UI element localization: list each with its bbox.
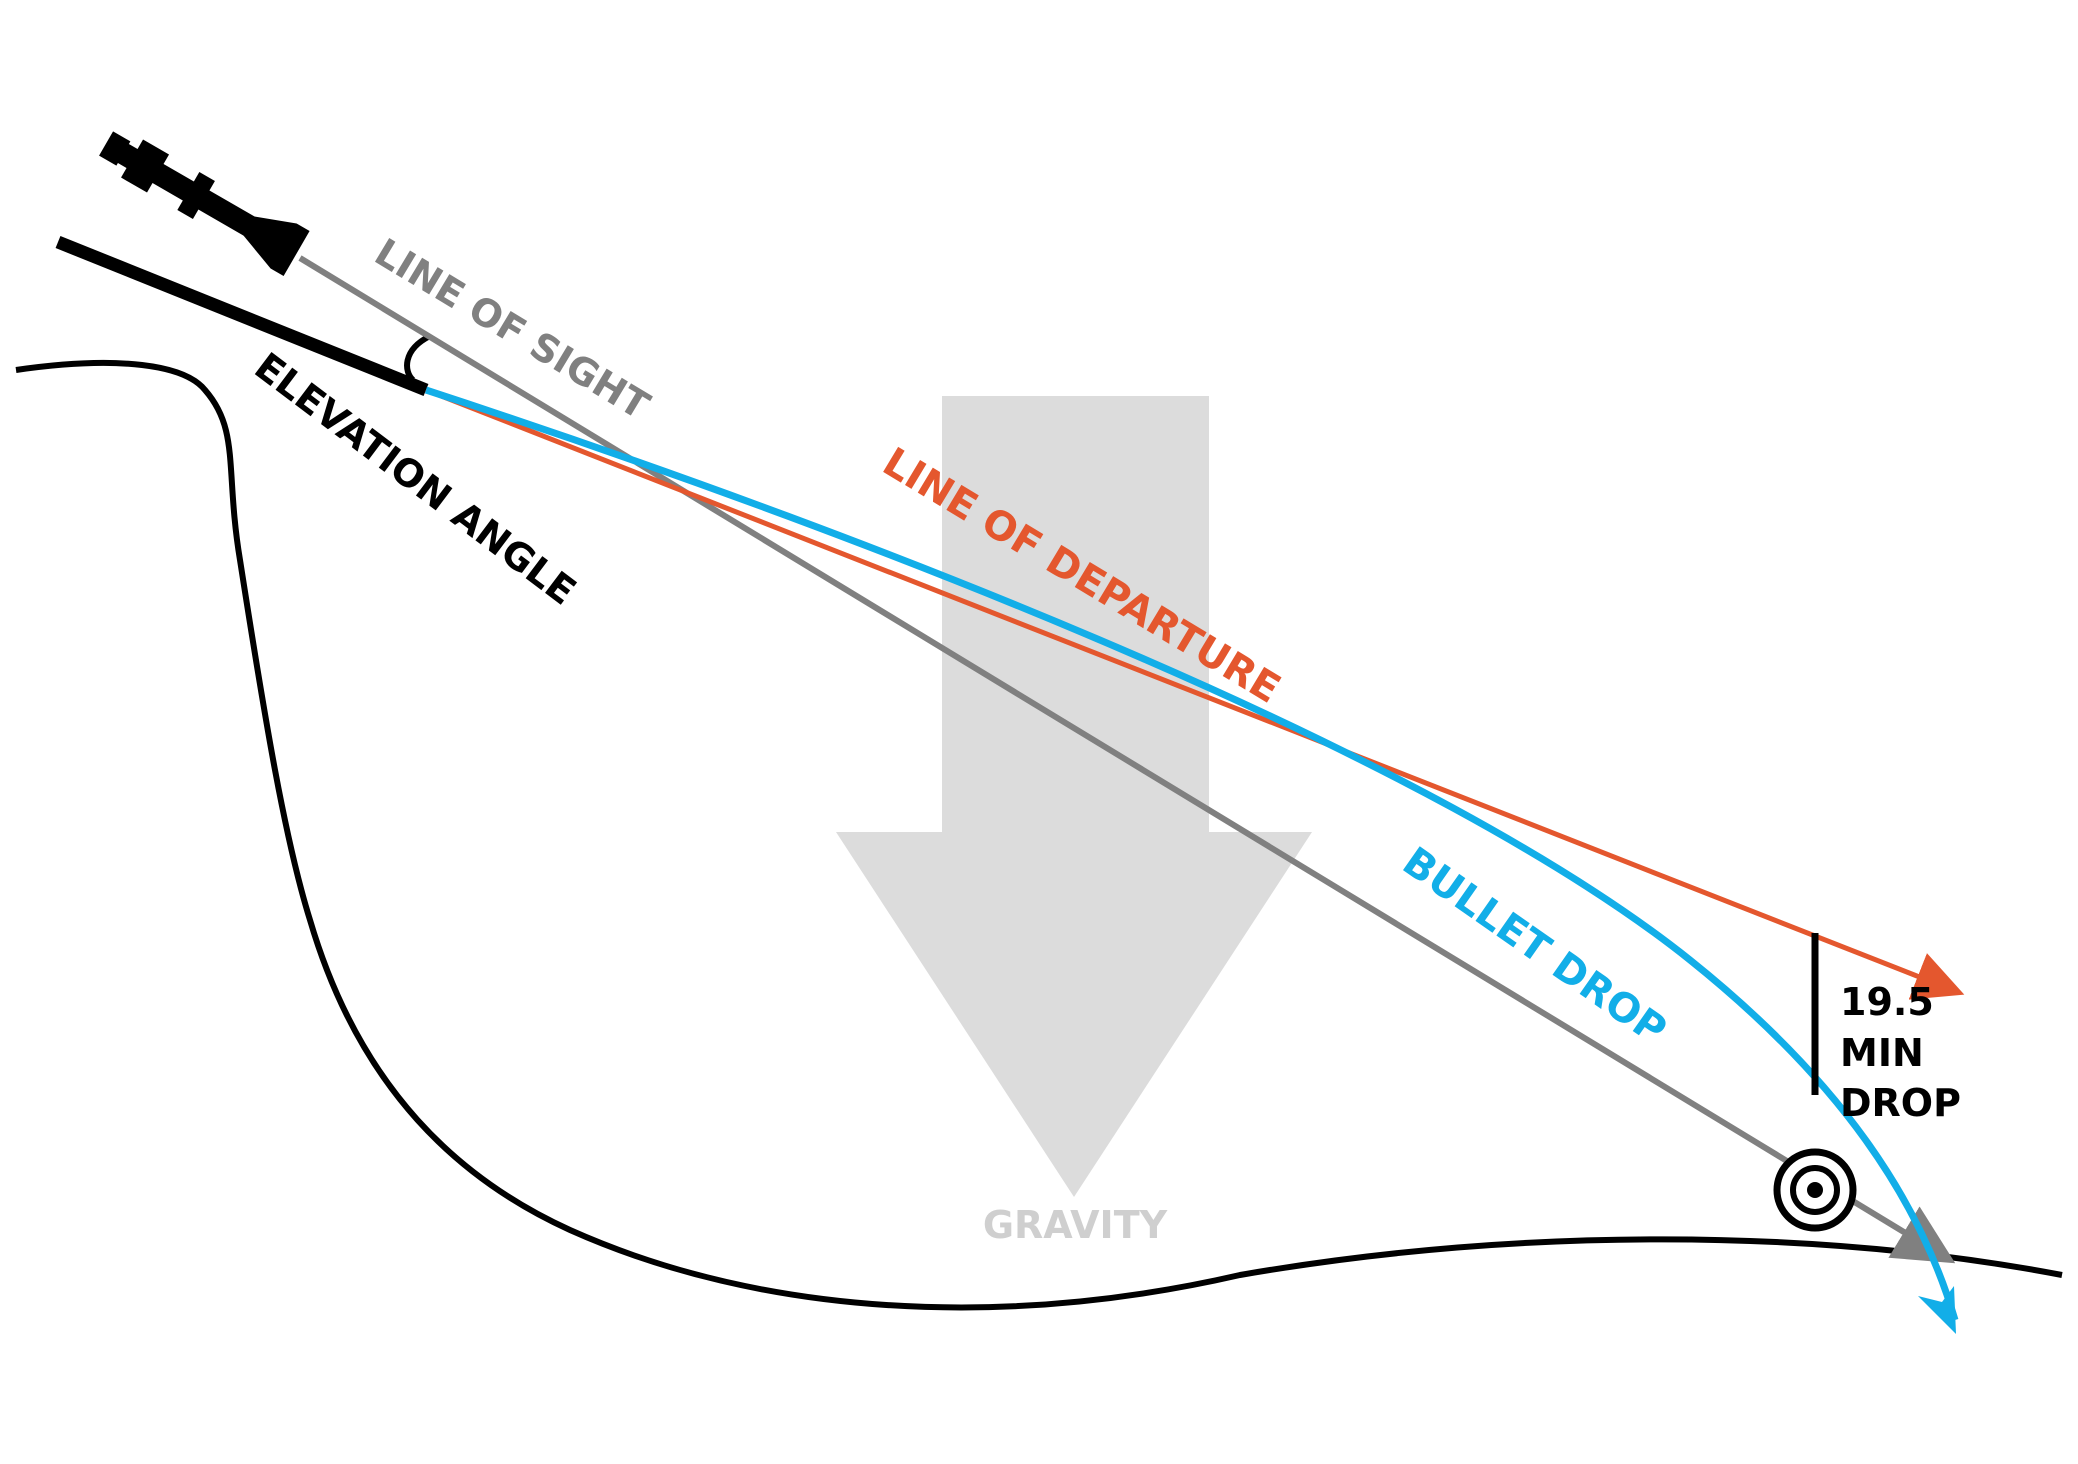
gravity-label: GRAVITY <box>983 1203 1168 1247</box>
line-of-sight <box>298 255 1956 1264</box>
line-of-departure <box>425 387 1965 1000</box>
elevation-angle-arc <box>404 333 432 383</box>
bullet-drop-curve <box>424 386 1959 1321</box>
bullet-drop-arrowhead <box>1918 1286 1956 1334</box>
target-icon <box>1773 1148 1857 1232</box>
rifle-scope-icon <box>99 131 310 277</box>
barrel-line <box>55 235 429 397</box>
drop-unit: MIN <box>1840 1031 1924 1075</box>
drop-value: 19.5 <box>1840 980 1934 1024</box>
gravity-arrow <box>836 396 1312 1197</box>
terrain-line <box>15 359 2063 1311</box>
drop-word: DROP <box>1840 1081 1961 1125</box>
line-of-sight-label: LINE OF SIGHT <box>367 230 657 428</box>
